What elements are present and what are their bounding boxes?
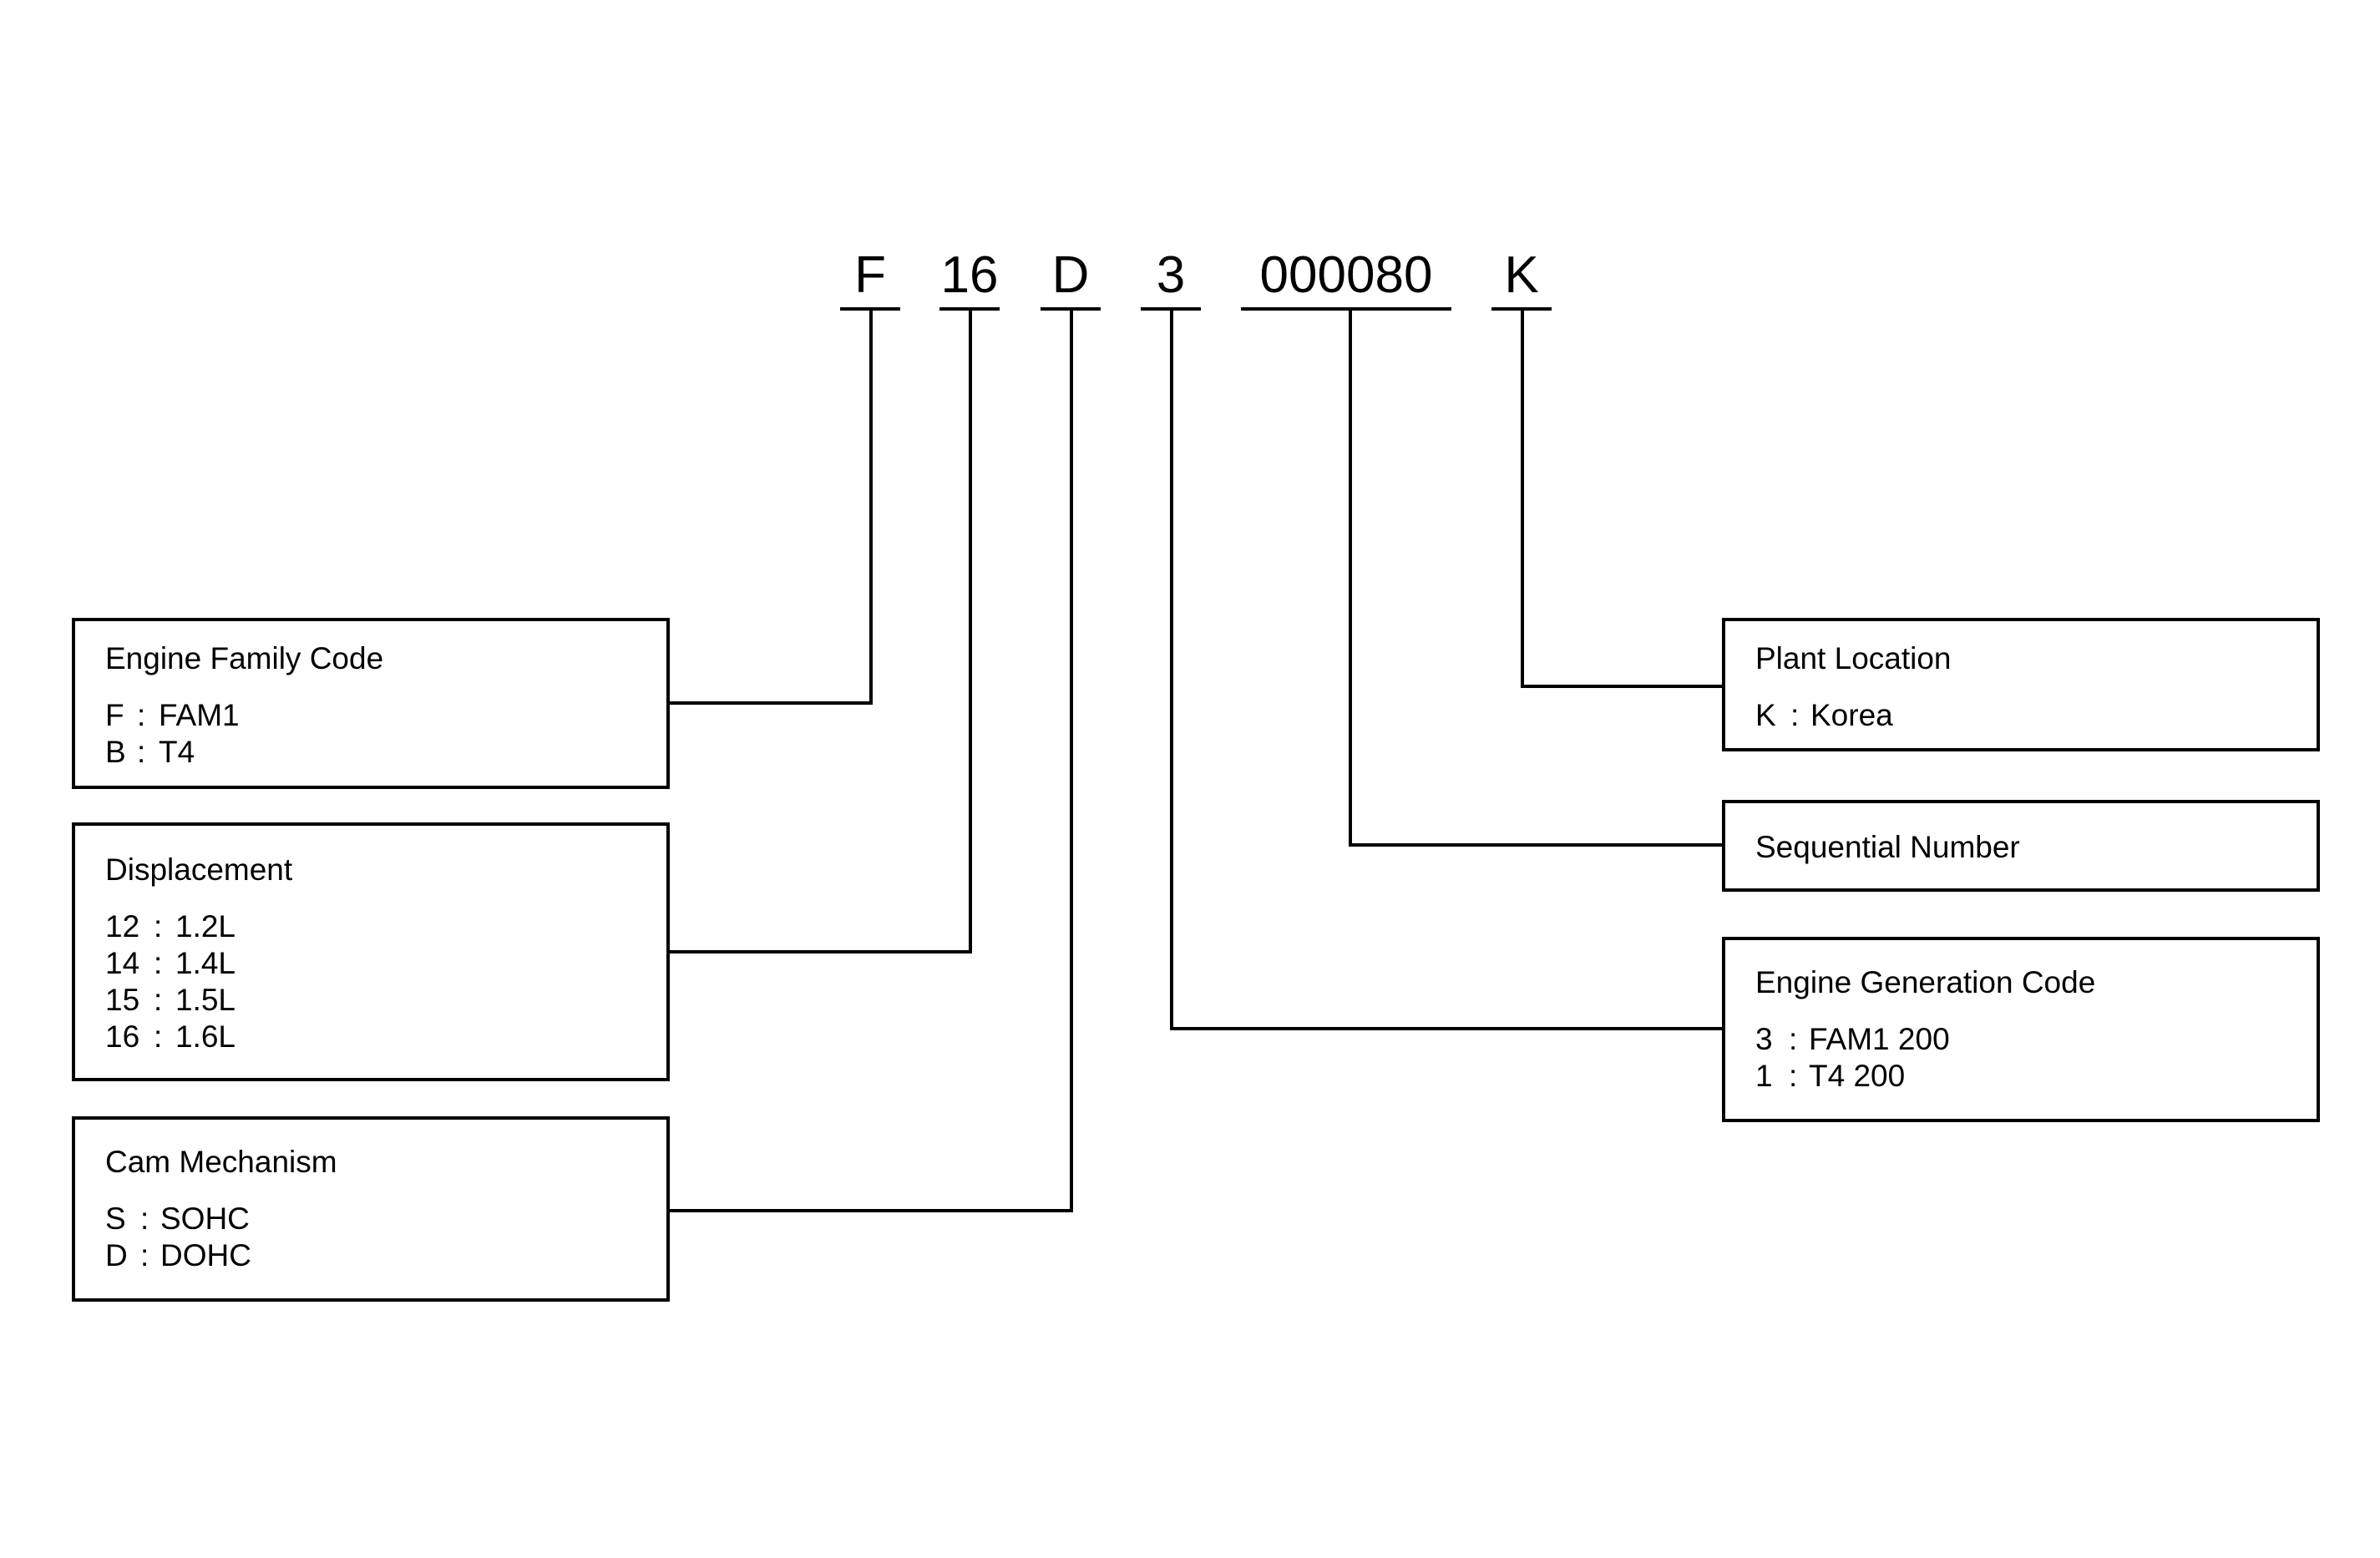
entry-value: 1.5L <box>175 983 236 1017</box>
entry-key: 14 <box>105 946 140 980</box>
entry-value: T4 <box>159 735 195 769</box>
entry-separator: : <box>137 698 146 732</box>
engine-family-box: Engine Family Code F : FAM1 B : T4 <box>72 618 670 789</box>
entry-separator: : <box>154 983 163 1017</box>
entry-separator: : <box>154 909 163 943</box>
plant-location-box: Plant Location K : Korea <box>1722 618 2320 751</box>
entry-separator: : <box>1790 698 1800 732</box>
code-segment-sequential: 000080 <box>1259 246 1433 304</box>
entry-value: 1.2L <box>175 909 236 943</box>
entry-key: S <box>105 1201 126 1236</box>
entry-key: F <box>105 698 124 732</box>
code-segment-generation: 3 <box>1156 246 1186 304</box>
entry-separator: : <box>140 1201 149 1236</box>
entry-key: 12 <box>105 909 140 943</box>
entry-key: K <box>1755 698 1776 732</box>
plant-location-title: Plant Location <box>1755 641 1952 675</box>
leader-sequential <box>1349 307 1726 847</box>
sequential-number-title: Sequential Number <box>1755 830 2020 864</box>
displacement-title: Displacement <box>105 852 293 887</box>
entry-value: SOHC <box>160 1201 250 1236</box>
leader-plant <box>1521 307 1726 688</box>
code-segment-displacement: 16 <box>940 246 999 304</box>
entry-value: DOHC <box>160 1238 251 1272</box>
entry-key: 1 <box>1755 1059 1773 1093</box>
entry-separator: : <box>1789 1059 1798 1093</box>
entry-value: 1.6L <box>175 1019 236 1054</box>
entry-key: D <box>105 1238 128 1272</box>
engine-family-title: Engine Family Code <box>105 641 384 675</box>
engine-generation-box: Engine Generation Code 3 : FAM1 200 1 : … <box>1722 937 2320 1122</box>
entry-separator: : <box>1789 1022 1798 1056</box>
entry-value: 1.4L <box>175 946 236 980</box>
entry-value: Korea <box>1810 698 1893 732</box>
code-segment-plant: K <box>1504 246 1539 304</box>
leader-displacement <box>666 307 972 954</box>
entry-value: FAM1 <box>159 698 240 732</box>
entry-separator: : <box>154 1019 163 1054</box>
entry-key: 16 <box>105 1019 140 1054</box>
entry-separator: : <box>140 1238 149 1272</box>
cam-mechanism-title: Cam Mechanism <box>105 1145 337 1179</box>
entry-key: 15 <box>105 983 140 1017</box>
leader-cam <box>666 307 1073 1212</box>
code-segment-cam: D <box>1051 246 1090 304</box>
sequential-number-box: Sequential Number <box>1722 800 2320 892</box>
leader-generation <box>1170 307 1726 1030</box>
entry-key: B <box>105 735 126 769</box>
engine-generation-title: Engine Generation Code <box>1755 965 2096 999</box>
cam-mechanism-box: Cam Mechanism S : SOHC D : DOHC <box>72 1116 670 1302</box>
code-segment-family: F <box>854 246 886 304</box>
entry-key: 3 <box>1755 1022 1773 1056</box>
entry-separator: : <box>154 946 163 980</box>
displacement-box: Displacement 12 : 1.2L 14 : 1.4L 15 : 1.… <box>72 822 670 1081</box>
entry-value: FAM1 200 <box>1809 1022 1950 1056</box>
entry-value: T4 200 <box>1809 1059 1906 1093</box>
entry-separator: : <box>137 735 146 769</box>
leader-family <box>666 307 873 705</box>
